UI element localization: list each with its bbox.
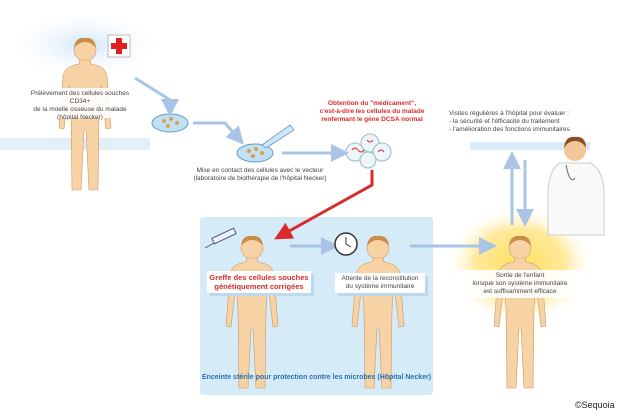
petri-dish-icon bbox=[151, 113, 189, 133]
caption-line: Attente de la reconstitution bbox=[341, 275, 419, 282]
visits-caption: Visites régulières à l'hôpital pour éval… bbox=[449, 110, 609, 134]
caption-line: lorsque son système immunitaire bbox=[472, 280, 568, 287]
caption-line: de la moelle osseuse du malade bbox=[33, 106, 127, 113]
graft-caption: Greffe des cellules souches génétiquemen… bbox=[207, 271, 311, 293]
caption-line: Sortie de l'enfant bbox=[495, 272, 545, 279]
caption-line: (hôpital Necker) bbox=[57, 114, 103, 121]
medicine-caption: Obtention du "médicament", c'est-à-dire … bbox=[312, 100, 432, 124]
caption-line: Mise en contact des cellules avec le vec… bbox=[196, 167, 324, 174]
caption-line: - l'amélioration des fonctions immunitai… bbox=[449, 126, 570, 133]
caption-line: Prélèvement des cellules souches CD34+ bbox=[30, 90, 130, 105]
clock-icon bbox=[334, 232, 358, 256]
collection-caption: Prélèvement des cellules souches CD34+ d… bbox=[20, 90, 140, 122]
caption-line: est suffisamment efficace bbox=[483, 288, 557, 295]
caption-line: c'est-à-dire les cellules du malade bbox=[319, 108, 425, 115]
exit-caption: Sortie de l'enfant lorsque son système i… bbox=[455, 270, 585, 298]
caption-line: Obtention du "médicament", bbox=[327, 100, 417, 107]
wait-caption: Attente de la reconstitution du système … bbox=[335, 273, 425, 293]
caption-line: (laboratoire de biothérapie de l'hôpital… bbox=[193, 175, 327, 182]
caption-line: Visites régulières à l'hôpital pour éval… bbox=[449, 110, 569, 117]
red-cross-icon bbox=[107, 34, 131, 58]
petri-dish-with-vector-icon bbox=[236, 124, 295, 163]
contact-caption: Mise en contact des cellules avec le vec… bbox=[190, 167, 330, 183]
caption-line: - la sécurité et l'éfficacité du traitem… bbox=[449, 118, 560, 125]
collection-label-box bbox=[18, 88, 138, 118]
caption-line: renfermant le gène DCSA normal bbox=[321, 116, 423, 123]
caption-line: génétiquement corrigées bbox=[214, 282, 304, 291]
caption-line: Greffe des cellules souches bbox=[209, 273, 309, 282]
syringe-icon bbox=[204, 227, 237, 249]
copyright: ©Sequoia bbox=[575, 400, 615, 410]
corrected-cells-icon bbox=[345, 133, 392, 169]
caption-line: du système immunitaire bbox=[345, 283, 415, 290]
sterile-zone-label: Enceinte stérile pour protection contre … bbox=[201, 374, 432, 381]
doctor-figure bbox=[547, 136, 605, 236]
